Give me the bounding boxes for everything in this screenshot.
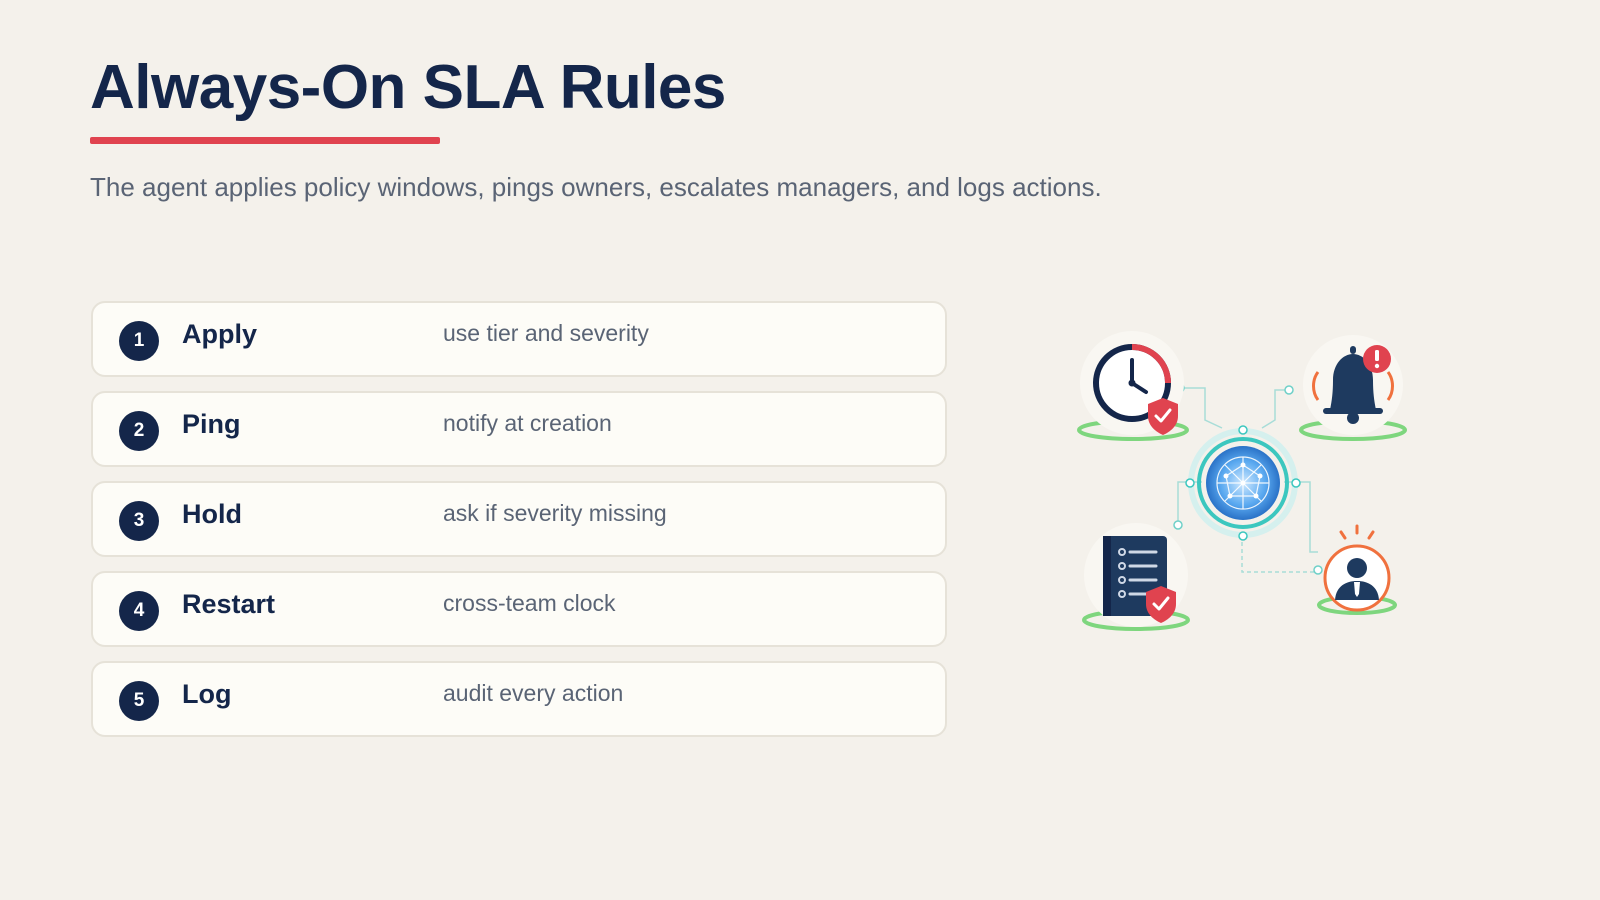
step-label: Apply (182, 319, 258, 349)
step-number-badge: 5 (119, 681, 159, 721)
title-underline (90, 137, 440, 144)
step-label: Log (182, 679, 232, 709)
ai-network-hub-icon (1185, 425, 1301, 541)
checklist-shield-icon (1082, 523, 1190, 631)
step-description: use tier and severity (443, 320, 649, 346)
step-row-hold: 3 Hold ask if severity missing (91, 481, 947, 557)
clock-shield-icon (1077, 331, 1189, 441)
sla-illustration (1077, 331, 1407, 631)
step-number-badge: 3 (119, 501, 159, 541)
bell-alert-icon (1299, 335, 1407, 441)
slide-title: Always-On SLA Rules (90, 53, 726, 122)
step-row-apply: 1 Apply use tier and severity (91, 301, 947, 377)
step-label: Restart (182, 589, 276, 619)
step-row-restart: 4 Restart cross-team clock (91, 571, 947, 647)
step-number-badge: 4 (119, 591, 159, 631)
steps-list: 1 Apply use tier and severity 2 Ping not… (91, 301, 947, 751)
step-number-badge: 2 (119, 411, 159, 451)
step-number-badge: 1 (119, 321, 159, 361)
step-description: cross-team clock (443, 590, 616, 616)
step-description: notify at creation (443, 410, 612, 436)
slide-subtitle: The agent applies policy windows, pings … (90, 172, 1102, 202)
step-label: Ping (182, 409, 241, 439)
step-description: ask if severity missing (443, 500, 667, 526)
manager-person-icon (1317, 524, 1397, 615)
step-label: Hold (182, 499, 242, 529)
step-row-log: 5 Log audit every action (91, 661, 947, 737)
step-row-ping: 2 Ping notify at creation (91, 391, 947, 467)
step-description: audit every action (443, 680, 624, 706)
